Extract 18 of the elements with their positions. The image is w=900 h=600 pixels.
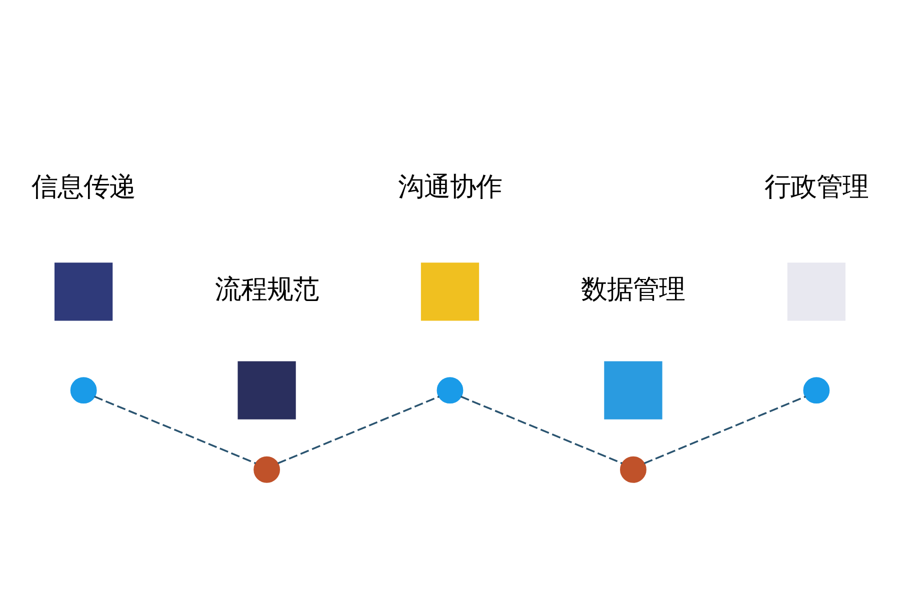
node-box (604, 360, 662, 419)
connector (460, 395, 622, 464)
node-circle (620, 456, 646, 482)
label: 流程规范 (214, 273, 319, 304)
node-circle (254, 456, 280, 482)
node-circle (803, 376, 830, 404)
node-box (420, 262, 480, 320)
label: 数据管理 (581, 273, 686, 304)
label: 信息传递 (32, 171, 136, 202)
node-box (238, 360, 296, 419)
node-box (54, 262, 113, 320)
connector (644, 395, 806, 464)
connector (94, 395, 256, 464)
connector (278, 395, 440, 464)
node-circle (436, 376, 464, 404)
node-circle (70, 376, 97, 404)
label: 沟通协作 (398, 171, 502, 202)
label: 行政管理 (764, 171, 868, 202)
